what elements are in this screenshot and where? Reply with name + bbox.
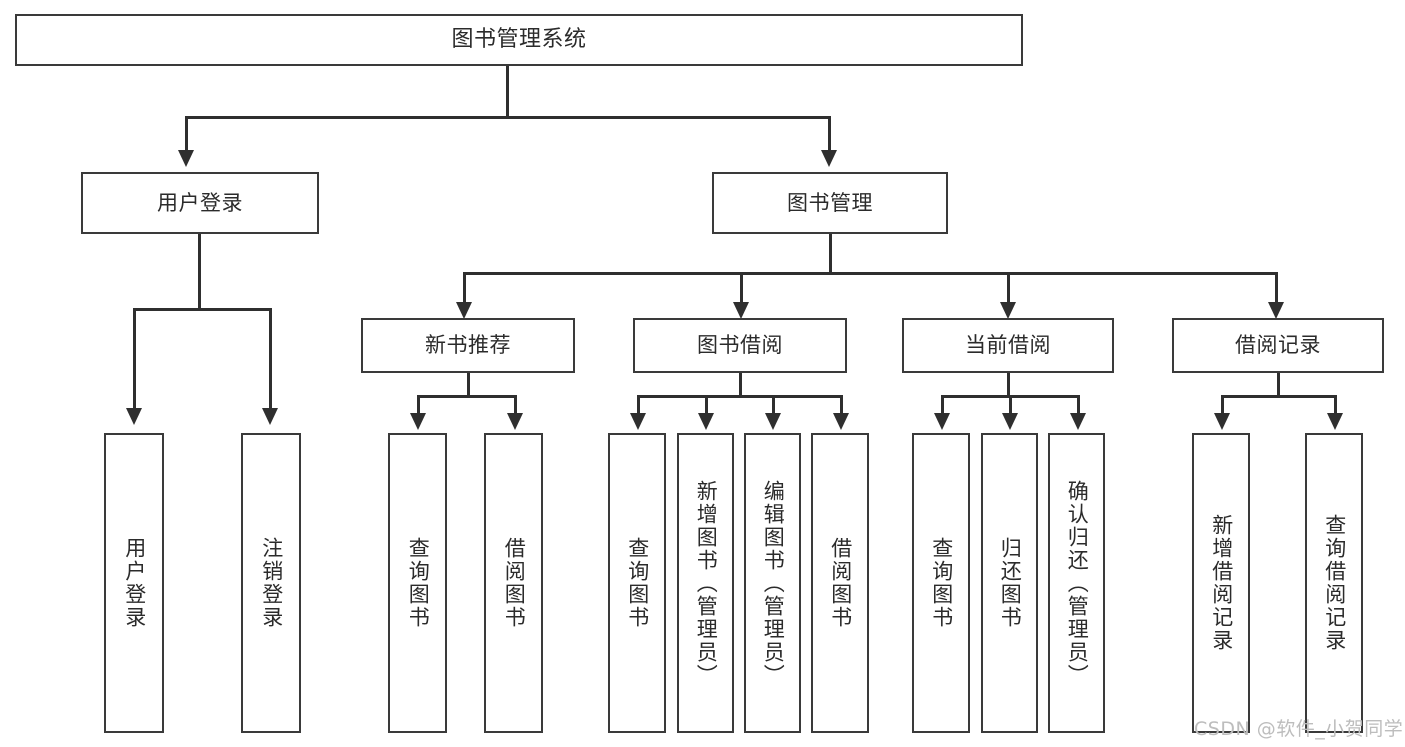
leaf-query-book-borrow[interactable]: 查询图书 (608, 433, 666, 733)
node-book-management[interactable]: 图书管理 (712, 172, 948, 234)
arrow-borrow-record-leaf1 (1214, 413, 1230, 430)
node-label: 用户登录 (157, 190, 243, 215)
node-label: 查询图书 (406, 537, 431, 629)
connector-user-login-bus (133, 308, 271, 311)
arrow-book-manage-to-new-book (456, 302, 472, 319)
connector-borrow-record-leaf2 (1334, 395, 1337, 415)
arrow-book-borrow-leaf2 (698, 413, 714, 430)
connector-root-to-book-manage (828, 116, 831, 152)
connector-root-stem (506, 66, 509, 118)
connector-book-manage-bus (463, 272, 1278, 275)
connector-borrow-record-leaf1 (1221, 395, 1224, 415)
arrow-current-borrow-leaf1 (934, 413, 950, 430)
connector-new-book-leaf2 (514, 395, 517, 415)
node-label: 新书推荐 (425, 333, 511, 358)
connector-user-login-leaf1 (133, 308, 136, 410)
connector-book-borrow-leaf4 (840, 395, 843, 415)
leaf-query-borrow-record[interactable]: 查询借阅记录 (1305, 433, 1363, 733)
connector-book-borrow-bus (637, 395, 842, 398)
arrow-book-borrow-leaf4 (833, 413, 849, 430)
leaf-add-book-admin[interactable]: 新增图书（管理员） (677, 433, 734, 733)
node-label: 借阅图书 (828, 537, 853, 629)
node-new-book-recommend[interactable]: 新书推荐 (361, 318, 575, 373)
connector-borrow-record-bus (1221, 395, 1337, 398)
arrow-new-book-leaf1 (410, 413, 426, 430)
watermark-text: CSDN @软件_小贺同学 (1194, 718, 1404, 740)
node-label: 注销登录 (259, 537, 284, 629)
connector-book-borrow-leaf1 (637, 395, 640, 415)
arrow-borrow-record-leaf2 (1327, 413, 1343, 430)
node-label: 查询借阅记录 (1322, 514, 1347, 652)
arrow-user-login-leaf2 (262, 408, 278, 425)
arrow-book-manage-to-current (1000, 302, 1016, 319)
connector-book-borrow-leaf2 (705, 395, 708, 415)
node-label: 图书管理系统 (451, 27, 587, 53)
connector-current-borrow-leaf2 (1009, 395, 1012, 415)
connector-book-manage-to-record (1275, 272, 1278, 304)
node-label: 编辑图书（管理员） (761, 479, 786, 687)
arrow-book-manage-to-record (1268, 302, 1284, 319)
node-label: 图书借阅 (697, 333, 783, 358)
arrow-current-borrow-leaf2 (1002, 413, 1018, 430)
leaf-user-login[interactable]: 用户登录 (104, 433, 164, 733)
leaf-query-book-recommend[interactable]: 查询图书 (388, 433, 447, 733)
node-user-login[interactable]: 用户登录 (81, 172, 319, 234)
connector-current-borrow-leaf1 (941, 395, 944, 415)
arrow-root-to-user-login (178, 150, 194, 167)
node-label: 查询图书 (929, 537, 954, 629)
arrow-current-borrow-leaf3 (1070, 413, 1086, 430)
leaf-borrow-book-recommend[interactable]: 借阅图书 (484, 433, 543, 733)
connector-book-borrow-leaf3 (772, 395, 775, 415)
arrow-root-to-book-manage (821, 150, 837, 167)
connector-book-manage-to-new-book (463, 272, 466, 304)
node-label: 用户登录 (122, 537, 147, 629)
leaf-query-book-current[interactable]: 查询图书 (912, 433, 970, 733)
node-label: 当前借阅 (965, 333, 1051, 358)
node-label: 借阅记录 (1235, 333, 1321, 358)
node-book-borrow[interactable]: 图书借阅 (633, 318, 847, 373)
node-label: 新增图书（管理员） (694, 479, 719, 687)
arrow-book-borrow-leaf1 (630, 413, 646, 430)
connector-new-book-stem (467, 373, 470, 397)
arrow-user-login-leaf1 (126, 408, 142, 425)
connector-book-borrow-stem (739, 373, 742, 397)
leaf-confirm-return-admin[interactable]: 确认归还（管理员） (1048, 433, 1105, 733)
connector-user-login-leaf2 (269, 308, 272, 410)
node-current-borrow[interactable]: 当前借阅 (902, 318, 1114, 373)
arrow-book-borrow-leaf3 (765, 413, 781, 430)
node-label: 查询图书 (625, 537, 650, 629)
leaf-add-borrow-record[interactable]: 新增借阅记录 (1192, 433, 1250, 733)
connector-user-login-stem (198, 234, 201, 310)
leaf-borrow-book[interactable]: 借阅图书 (811, 433, 869, 733)
node-label: 借阅图书 (502, 537, 527, 629)
connector-new-book-leaf1 (417, 395, 420, 415)
node-label: 图书管理 (787, 190, 873, 215)
leaf-edit-book-admin[interactable]: 编辑图书（管理员） (744, 433, 801, 733)
connector-book-manage-to-borrow (740, 272, 743, 304)
node-borrow-record[interactable]: 借阅记录 (1172, 318, 1384, 373)
arrow-book-manage-to-borrow (733, 302, 749, 319)
leaf-logout[interactable]: 注销登录 (241, 433, 301, 733)
connector-current-borrow-leaf3 (1077, 395, 1080, 415)
connector-root-to-user-login (185, 116, 188, 152)
node-label: 归还图书 (998, 537, 1023, 629)
connector-borrow-record-stem (1277, 373, 1280, 397)
node-label: 新增借阅记录 (1209, 514, 1234, 652)
connector-book-manage-to-current (1007, 272, 1010, 304)
connector-root-bus (185, 116, 831, 119)
leaf-return-book[interactable]: 归还图书 (981, 433, 1038, 733)
connector-new-book-bus (417, 395, 517, 398)
node-label: 确认归还（管理员） (1065, 479, 1090, 687)
connector-book-manage-stem (829, 234, 832, 274)
connector-current-borrow-stem (1007, 373, 1010, 397)
node-root-library-system[interactable]: 图书管理系统 (15, 14, 1023, 66)
arrow-new-book-leaf2 (507, 413, 523, 430)
